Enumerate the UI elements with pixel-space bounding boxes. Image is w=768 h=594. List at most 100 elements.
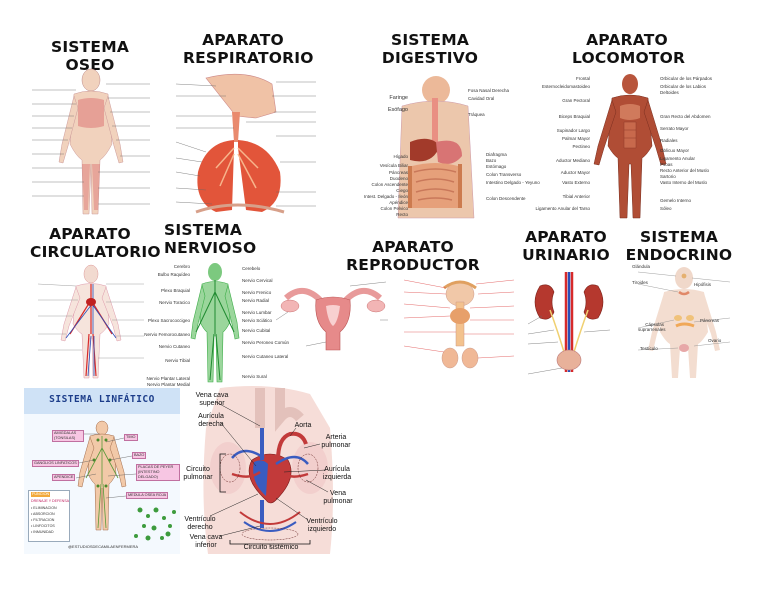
- digestive-illustration: [397, 76, 475, 219]
- label-plexo-braquial: Plexo Braquial: [160, 288, 190, 293]
- label-faringe: Faringe: [389, 95, 408, 101]
- label-colon-transverso: Colon Transverso: [486, 172, 522, 177]
- skeleton-illustration: [32, 68, 150, 215]
- label-higado: Hígado: [393, 154, 408, 159]
- label-psoas: Psoas: [660, 162, 673, 167]
- label-colon-descendente: Colon Descendente: [486, 196, 526, 201]
- label-esofago: Esófago: [387, 107, 408, 113]
- label-ciego: Ciego: [396, 188, 408, 193]
- label-aorta: Aorta: [294, 422, 312, 429]
- label-ventriculo-izquierdo: Ventrículo izquierdo: [306, 518, 338, 533]
- label-colon-ascendente: Colon Ascendente: [371, 182, 408, 187]
- nervous-figure: [190, 262, 240, 384]
- tag-placas-peyer: PLACAS DE PEYER (INTESTINO DELGADO): [136, 464, 180, 481]
- label-esternocleidomastoideo: Esternocleidomastoideo: [541, 84, 590, 89]
- label-vesicula-biliar: Vesícula Biliar: [379, 163, 408, 168]
- urinary-illustration: [527, 272, 611, 375]
- label-aductor-mediano: Aductor Mediano: [555, 158, 590, 163]
- label-bazo: Bazo: [486, 158, 497, 163]
- label-palmar-mayor: Palmar Mayor: [561, 136, 590, 141]
- label-sartorio: Sartorio: [660, 174, 676, 179]
- title-aparato-urinario: APARATO URINARIO: [522, 228, 610, 264]
- label-nervio-frenico: Nervio Frenico: [242, 290, 272, 295]
- circulation-illustration: [203, 386, 333, 554]
- title-line-2: CIRCULATORIO: [30, 243, 161, 261]
- label-circuito-sistemico: Circuito sistémico: [243, 544, 299, 551]
- label-intestino-ileon: Intest. Delgado - Ileón: [363, 194, 408, 199]
- skeleton-figure: [26, 64, 156, 224]
- digestive-left-labels: Faringe Esófago Hígado Vesícula Biliar P…: [340, 76, 408, 218]
- label-orbicular-parpados: Orbicular de los Párpados: [660, 76, 713, 81]
- title-line-1: APARATO: [525, 228, 607, 246]
- function-item: DRENAJE Y DEFENSA: [31, 499, 70, 503]
- function-item: • INMUNIDAD: [31, 530, 54, 534]
- title-aparato-respiratorio: APARATO RESPIRATORIO: [183, 31, 313, 67]
- label-gemelo-interno: Gemelo Interno: [660, 198, 692, 203]
- locomotor-left-labels: Frontal Esternocleidomastoideo Gran Pect…: [520, 72, 590, 222]
- label-intestino-yeyuno: Intestino Delgado - Yeyuno: [486, 180, 540, 185]
- female-reproductive-figure: [275, 276, 390, 356]
- lymphatic-credit: @ESTUDIOSDECAMILAENFERMERA: [68, 544, 139, 549]
- label-cerebelo: Cerebelo: [242, 266, 261, 271]
- title-sistema-nervioso: SISTEMA NERVIOSO: [164, 221, 256, 257]
- title-line-1: SISTEMA: [639, 228, 719, 246]
- label-nervio-plantar-lateral: Nervio Plantar Lateral: [146, 376, 190, 381]
- label-nervio-peroneo: Nervio Peroneo Común: [242, 340, 290, 345]
- tag-bazo: BAZO: [132, 452, 147, 459]
- label-nervio-sciatico: Nervio Sciático: [242, 318, 273, 323]
- lymphatic-illustration: [73, 420, 176, 541]
- label-traquea: Tráquea: [468, 112, 485, 117]
- label-cerebro: Cerebro: [173, 264, 190, 269]
- label-supinador-largo: Supinador Largo: [556, 128, 590, 133]
- circulatory-figure: [36, 264, 146, 382]
- label-pancreas: Páncreas: [388, 170, 408, 175]
- nervous-left-labels: Cerebro Bulbo Raquídeo Plexo Braquial Ne…: [144, 262, 190, 387]
- respiratory-illustration: [175, 73, 316, 214]
- tag-timo: TIMO: [124, 434, 138, 441]
- title-line-2: NERVIOSO: [164, 239, 257, 257]
- circulation-diagram: Vena cava superior Aurícula derecha Aort…: [180, 386, 358, 554]
- urinary-figure: [527, 272, 611, 380]
- title-aparato-reproductor: APARATO REPRODUCTOR: [346, 238, 480, 274]
- label-nervio-toracico: Nervio Toracico: [159, 300, 190, 305]
- locomotor-right-labels: Orbicular de los Párpados Orbicular de l…: [660, 72, 740, 222]
- function-box: FUNCION DRENAJE Y DEFENSA • ELIMINACION …: [28, 490, 70, 542]
- label-nervio-cutaneo-lateral: Nervio Cutaneo Lateral: [242, 354, 289, 359]
- lymphatic-title-bar: [24, 388, 180, 414]
- label-serrato-mayor: Serrato Mayor: [660, 126, 689, 131]
- label-soleo: Sóleo: [660, 206, 672, 211]
- label-bulbo-raquideo: Bulbo Raquídeo: [157, 272, 190, 277]
- title-line-1: APARATO: [202, 31, 284, 49]
- label-aductor-mayor: Aductor Mayor: [560, 170, 590, 175]
- label-vasto-interno: Vasto Interno del Muslo: [660, 180, 707, 185]
- label-duodeno: Duodeno: [389, 176, 408, 181]
- label-nervio-cutaneo: Nervio Cutaneo: [158, 344, 190, 349]
- title-line-1: APARATO: [49, 225, 131, 243]
- locomotor-figure: [590, 72, 670, 222]
- label-nervio-sural: Nervio Sural: [242, 374, 267, 379]
- respiratory-figure: [175, 72, 316, 218]
- tag-ganglios: GANGLIOS LINFATICOS: [32, 460, 79, 467]
- male-reproductive-figure: [400, 272, 518, 372]
- lymphatic-infographic: SISTEMA LINFÁTICO AMIGDALAS (TONSILAS) T…: [24, 388, 180, 554]
- lymphatic-title: SISTEMA LINFÁTICO: [49, 394, 155, 405]
- label-fosa-nasal: Fosa Nasal Derecha: [468, 88, 510, 93]
- label-colon-pelvico: Colon Pelvico: [380, 206, 408, 211]
- label-nervio-radial: Nervio Radial: [242, 298, 270, 303]
- uterus-illustration: [275, 281, 388, 351]
- label-nervio-cervical: Nervio Cervical: [242, 278, 273, 283]
- label-tibial-anterior: Tibial Anterior: [562, 194, 590, 199]
- label-pancreas-endocrino: Páncreas: [700, 318, 720, 323]
- label-cavidad-oral: Cavidad Oral: [468, 96, 495, 101]
- label-ventriculo-derecho: Ventrículo derecho: [184, 516, 216, 531]
- tag-medula-osea: MEDULA OSEA ROJA: [126, 492, 169, 499]
- label-ovario: Ovario: [708, 338, 722, 343]
- male-reproductive-illustration: [403, 279, 515, 369]
- title-line-2: DIGESTIVO: [381, 49, 479, 67]
- label-orbicular-labios: Orbicular de los Labios: [660, 84, 707, 89]
- title-aparato-locomotor: APARATO LOCOMOTOR: [572, 31, 685, 67]
- label-pectineo: Pectineo: [572, 144, 590, 149]
- title-sistema-endocrino: SISTEMA ENDOCRINO: [624, 228, 734, 264]
- label-radiales: Radiales: [660, 138, 678, 143]
- tag-apendice: APENDICE: [52, 474, 76, 481]
